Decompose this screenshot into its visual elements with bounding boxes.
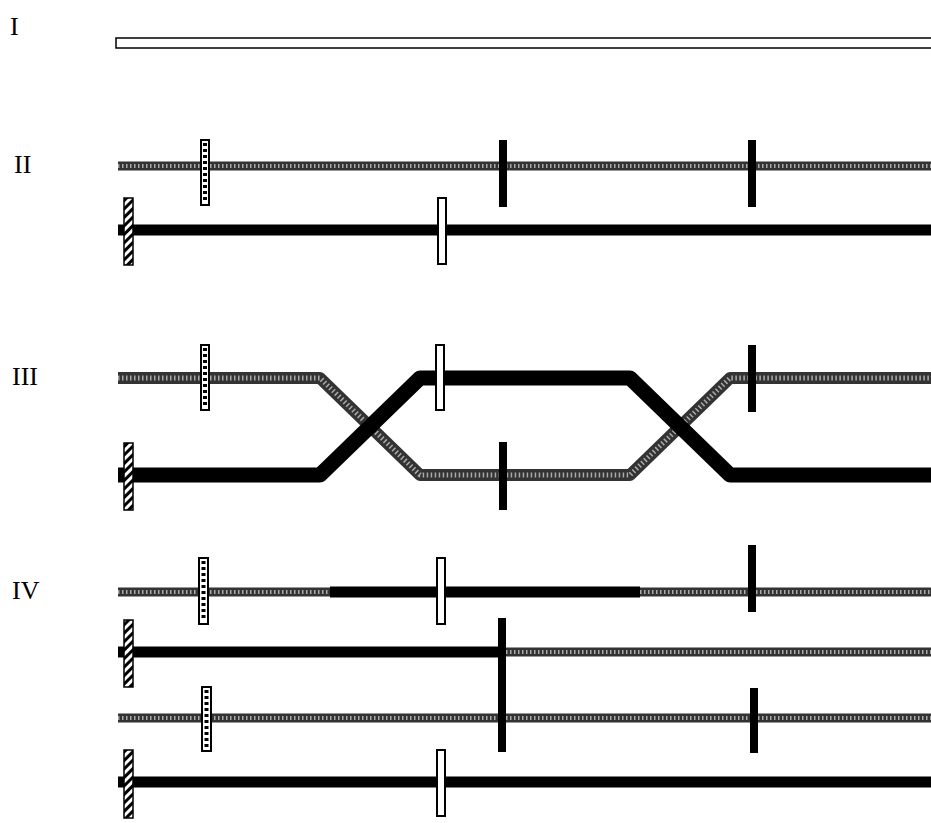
- markers: [124, 140, 756, 265]
- black-strand: [118, 592, 931, 782]
- markers: [124, 345, 756, 510]
- chromosome: [116, 38, 931, 48]
- markers: [124, 545, 758, 818]
- black-strand: [118, 225, 931, 236]
- stage-label: I: [10, 14, 19, 40]
- grey-strand: [118, 378, 931, 475]
- stage-label: IV: [12, 578, 39, 604]
- stage-label: II: [14, 152, 31, 178]
- stage-label: III: [12, 364, 38, 390]
- grey-strand: [118, 166, 931, 167]
- black-strand: [118, 378, 931, 475]
